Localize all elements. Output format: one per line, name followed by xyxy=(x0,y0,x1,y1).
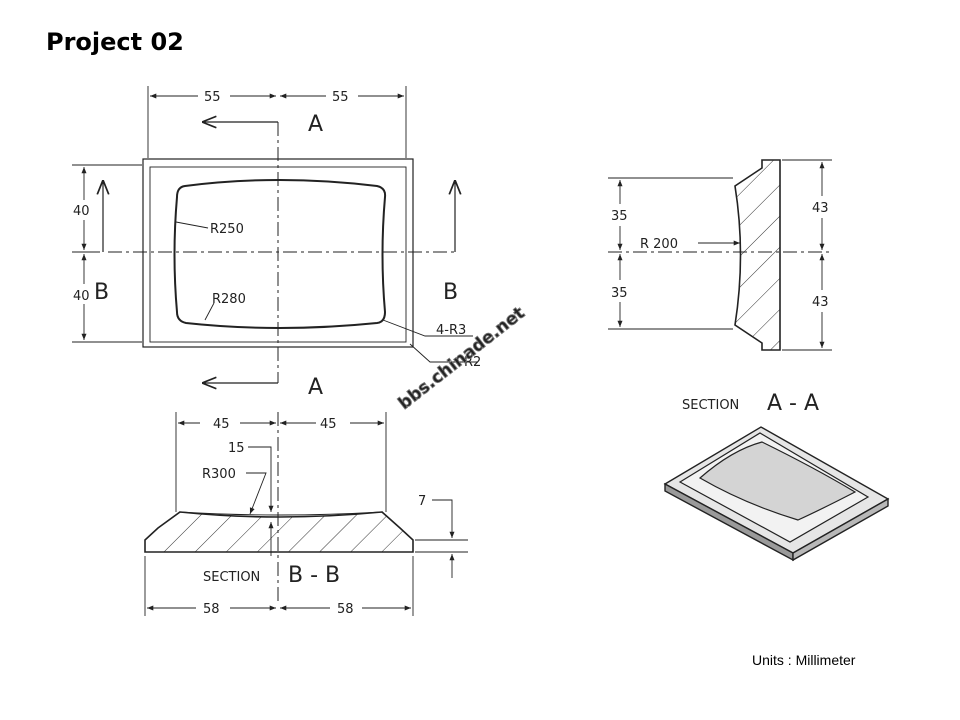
radius-r200: R 200 xyxy=(640,237,678,252)
dim-bb-15: 15 xyxy=(228,441,245,456)
dim-left-upper: 40 xyxy=(73,204,90,219)
section-b-b: 45 45 15 R300 7 58 58 SECTION B - B xyxy=(144,412,468,617)
units-note: Units : Millimeter xyxy=(752,652,856,668)
dim-top-right: 55 xyxy=(332,90,349,105)
dim-top-left: 55 xyxy=(204,90,221,105)
leader-15 xyxy=(248,446,274,512)
section-bb-label-word: SECTION xyxy=(203,570,260,585)
radius-r2: R2 xyxy=(464,355,481,370)
leader-r250 xyxy=(175,221,209,229)
section-a-a: 35 35 43 43 R 200 SECTION A - A xyxy=(608,159,832,416)
section-aa-hatched-body xyxy=(734,159,781,351)
section-aa-label-letters: A - A xyxy=(767,391,819,416)
radius-4-r3: 4-R3 xyxy=(436,323,466,338)
dim-bb-45-right: 45 xyxy=(320,417,337,432)
cut-label-b-left: B xyxy=(94,280,109,305)
inner-pocket-outline xyxy=(173,179,387,329)
dim-aa-left-lower: 35 xyxy=(611,286,628,301)
radius-r300: R300 xyxy=(202,467,236,482)
dim-aa-right-lower: 43 xyxy=(812,295,829,310)
leader-r280 xyxy=(204,302,215,321)
section-aa-label-word: SECTION xyxy=(682,398,739,413)
section-bb-upper-curve xyxy=(179,511,383,516)
leader-7 xyxy=(432,499,455,538)
iso-pocket xyxy=(698,441,857,521)
iso-base-side xyxy=(792,497,889,562)
radius-r280: R280 xyxy=(212,292,246,307)
section-bb-hatched-body xyxy=(144,511,414,553)
leader-r2 xyxy=(409,343,478,363)
dim-bb-58-right: 58 xyxy=(337,602,354,617)
page-title: Project 02 xyxy=(46,28,184,56)
leader-r300 xyxy=(246,472,267,515)
top-view: 55 55 40 40 A A B B R250 R280 4-R3 R2 xyxy=(72,86,481,400)
leader-4r3 xyxy=(382,319,473,337)
dim-bb-45-left: 45 xyxy=(213,417,230,432)
cut-label-a-top: A xyxy=(308,112,323,137)
cut-label-b-right: B xyxy=(443,280,458,305)
dim-aa-right-upper: 43 xyxy=(812,201,829,216)
section-bb-label-letters: B - B xyxy=(288,563,340,588)
cut-label-a-bottom: A xyxy=(308,375,323,400)
dim-bb-7: 7 xyxy=(418,494,426,509)
dim-bb-58-left: 58 xyxy=(203,602,220,617)
dim-aa-left-upper: 35 xyxy=(611,209,628,224)
watermark: bbs.chinade.net xyxy=(395,303,529,414)
radius-r250: R250 xyxy=(210,222,244,237)
dim-left-lower: 40 xyxy=(73,289,90,304)
isometric-view xyxy=(663,426,890,562)
